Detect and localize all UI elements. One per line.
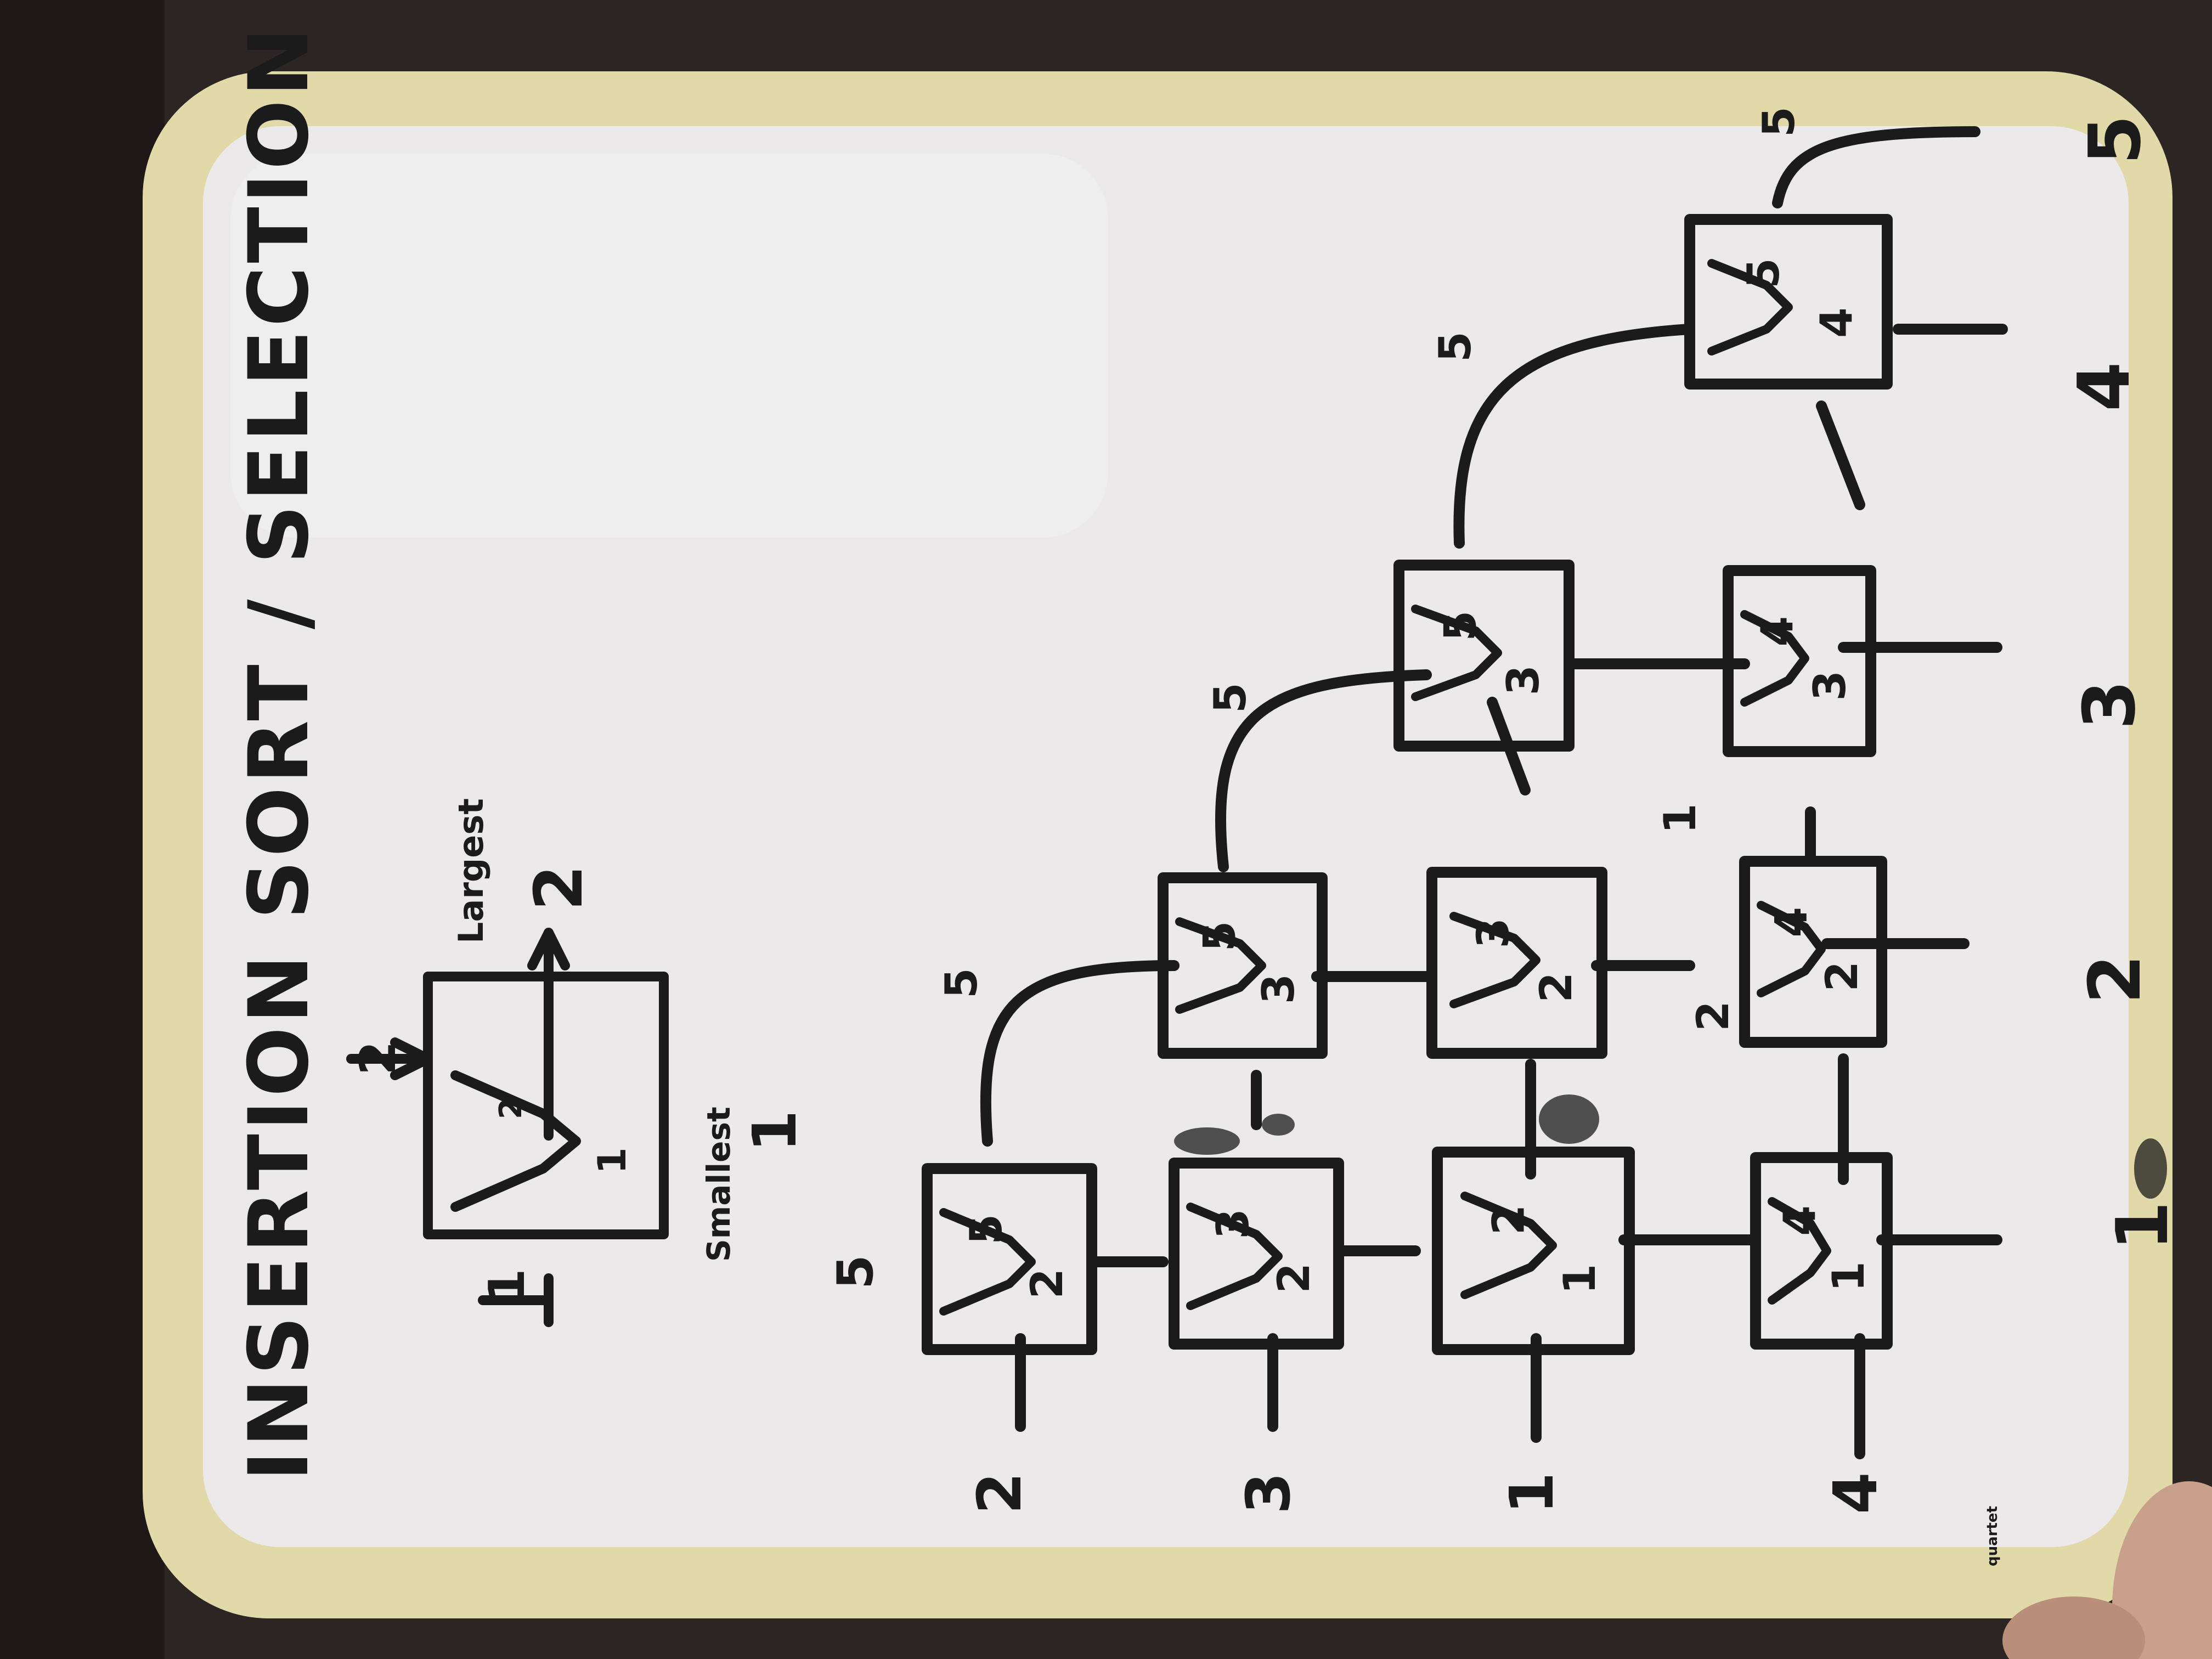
cell-r4c1 xyxy=(1750,1152,1893,1350)
network-input-1: 3 xyxy=(1233,1472,1304,1514)
cell-3-bottom: 1 xyxy=(1823,1261,1874,1292)
network-output-3: 4 xyxy=(2062,362,2146,411)
wire-label-2: 5 xyxy=(1430,331,1481,362)
legend-label-smallest: Smallest xyxy=(700,1107,737,1262)
network-chevrons xyxy=(939,259,1831,1316)
network-output-2: 3 xyxy=(2068,680,2151,730)
cell-r3c1 xyxy=(1432,1147,1635,1355)
legend-cell-bottom: 1 xyxy=(590,1147,635,1174)
cell-5-top: 3 xyxy=(1468,918,1519,949)
marker-smudges xyxy=(1174,1094,2167,1199)
wire-label-3: 5 xyxy=(1753,106,1804,137)
cell-4-top: 5 xyxy=(1194,921,1245,952)
desk-left-shadow xyxy=(0,0,165,1659)
network-input-3: 4 xyxy=(1820,1472,1891,1514)
cell-r3c2 xyxy=(1739,856,1887,1048)
board-title: INSERTION SORT / SELECTION SORT xyxy=(232,0,327,1481)
network-output-1: 2 xyxy=(2073,955,2157,1004)
brand-label: quartet xyxy=(1984,1506,2001,1566)
wire-label-4: 2 xyxy=(1688,1001,1739,1031)
cell-1-bottom: 2 xyxy=(1268,1263,1319,1294)
cell-9-top: 5 xyxy=(1738,258,1789,289)
legend-out-smallest: 1 xyxy=(740,1110,810,1152)
board-glare xyxy=(230,154,1108,538)
network-wires xyxy=(980,126,2008,1459)
cell-0-bottom: 2 xyxy=(1022,1268,1073,1299)
cell-2-top: 2 xyxy=(1483,1205,1534,1235)
legend-cell-diagram xyxy=(346,928,669,1327)
cell-8-top: 4 xyxy=(1752,616,1803,647)
cell-r1c1 xyxy=(922,1163,1097,1355)
wire-label-0: 5 xyxy=(936,968,987,998)
cell-2-bottom: 1 xyxy=(1554,1264,1605,1295)
cell-6-bottom: 2 xyxy=(1816,961,1867,992)
legend-cell-top: 2 xyxy=(493,1098,529,1119)
cell-r1c2 xyxy=(1158,872,1328,1059)
legend-label-largest: Largest xyxy=(451,798,491,944)
cell-9-bottom: 4 xyxy=(1811,307,1862,338)
cell-3-top: 4 xyxy=(1774,1205,1825,1236)
cell-7-bottom: 3 xyxy=(1498,665,1549,696)
cell-6-top: 4 xyxy=(1766,907,1817,938)
wire-label-5: 1 xyxy=(1655,803,1706,834)
network-input-2: 1 xyxy=(1497,1472,1567,1514)
legend-chevron xyxy=(450,1070,581,1212)
cell-r1c3 xyxy=(1393,560,1575,752)
hand-finger xyxy=(2002,1596,2145,1659)
cell-r2c1 xyxy=(1169,1158,1344,1350)
cell-8-bottom: 3 xyxy=(1804,670,1855,701)
network-output-0: 1 xyxy=(2101,1201,2184,1251)
cell-r2c2 xyxy=(1426,867,1607,1059)
network-input-0: 2 xyxy=(964,1472,1035,1514)
network-output-4: 5 xyxy=(2073,115,2157,165)
legend-out-largest: 2 xyxy=(521,865,597,911)
wire-label-1: 5 xyxy=(1205,682,1256,713)
cell-4-bottom: 3 xyxy=(1253,974,1304,1005)
cell-1-top: 3 xyxy=(1207,1209,1259,1239)
cell-r2c3 xyxy=(1723,565,1876,757)
network-top-input: 5 xyxy=(827,1255,884,1289)
legend-input-left: 1 xyxy=(478,1268,536,1303)
legend-input-top: 2 xyxy=(349,1041,407,1075)
cell-0-top: 5 xyxy=(961,1214,1012,1245)
hand-thumb xyxy=(2112,1481,2212,1659)
cell-r1c4 xyxy=(1684,214,1893,390)
network-cells xyxy=(922,214,1893,1355)
cell-7-top: 5 xyxy=(1435,611,1486,641)
cell-5-bottom: 2 xyxy=(1531,972,1582,1003)
